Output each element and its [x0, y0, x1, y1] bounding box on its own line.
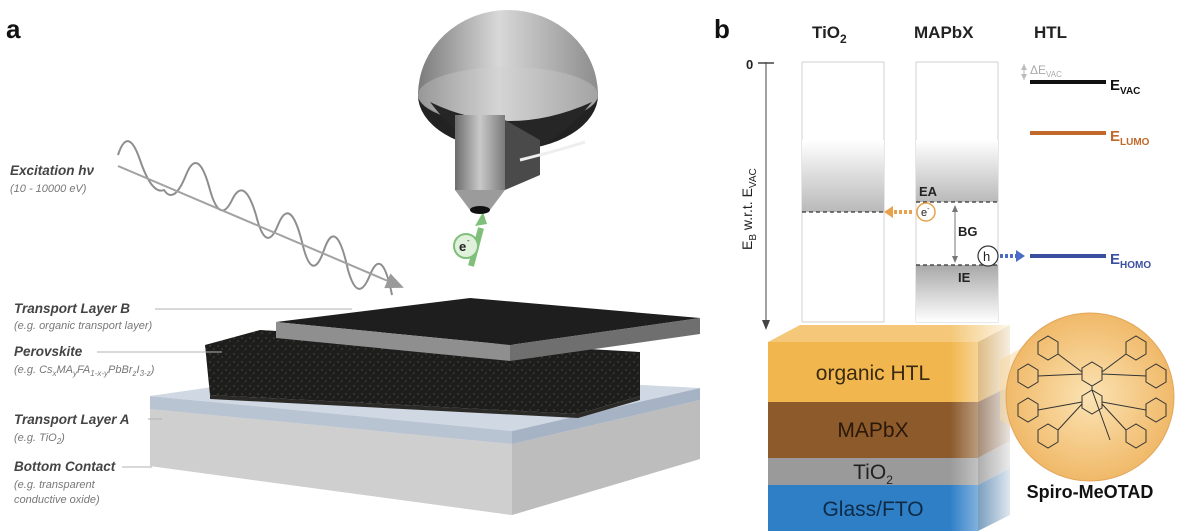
excitation-wave: [117, 140, 393, 296]
column-header-mapbx: MAPbX: [914, 23, 974, 42]
htl-levels: EVAC ELUMO EHOMO: [1030, 77, 1151, 271]
stack-mapbx-label: MAPbX: [837, 419, 908, 442]
panel-a-letter: a: [6, 14, 21, 44]
stack-mapbx: [768, 402, 978, 458]
bottom-contact-example-1: (e.g. transparent: [14, 479, 96, 491]
evac-label: EVAC: [1110, 77, 1140, 97]
transport-a-example: (e.g. TiO2): [14, 432, 65, 446]
photoelectron-arrow: e -: [453, 212, 487, 267]
transport-a-title: Transport Layer A: [14, 412, 130, 427]
layer-label-bottom-contact: Bottom Contact (e.g. transparent conduct…: [14, 459, 152, 506]
elumo-label: ELUMO: [1110, 128, 1150, 148]
mapbx-bands: [915, 61, 999, 323]
layer-label-transport-a: Transport Layer A (e.g. TiO2): [14, 412, 162, 446]
layer-label-perovskite: Perovskite (e.g. CsxMAyFA1-x-yPbBrzI3-z): [14, 344, 222, 378]
transport-b-example: (e.g. organic transport layer): [14, 320, 153, 332]
ehomo-label: EHOMO: [1110, 251, 1151, 271]
column-header-tio2: TiO2: [812, 23, 847, 46]
spiro-meotad-callout: Spiro-MeOTAD: [1000, 312, 1175, 502]
ea-label: EA: [919, 184, 938, 199]
stack-glass-fto: [768, 485, 978, 531]
ie-label: IE: [958, 270, 971, 285]
excitation-title: Excitation hν: [10, 163, 95, 178]
band-hole-label: h: [983, 249, 990, 264]
stack-organic-htl-label: organic HTL: [816, 362, 930, 385]
tio2-bands: [801, 61, 885, 323]
y-axis-zero-tick: 0: [746, 57, 753, 72]
bg-label: BG: [958, 224, 978, 239]
transport-b-title: Transport Layer B: [14, 301, 130, 316]
bottom-contact-title: Bottom Contact: [14, 459, 116, 474]
layer-label-transport-b: Transport Layer B (e.g. organic transpor…: [14, 301, 352, 332]
y-axis-label: EB w.r.t. EVAC: [739, 168, 759, 250]
bandgap-indicator: [952, 205, 958, 263]
device-stack: organic HTL MAPbX TiO2 Glass/FTO: [768, 325, 1010, 531]
excitation-range: (10 - 10000 eV): [10, 183, 87, 195]
spiro-meotad-label: Spiro-MeOTAD: [1027, 482, 1154, 502]
hole-transfer-arrow: h: [977, 245, 1025, 267]
panel-b-letter: b: [714, 14, 730, 44]
perovskite-title: Perovskite: [14, 344, 83, 359]
photoelectron-label: e: [459, 239, 466, 254]
electron-transfer-arrow: e-: [884, 202, 936, 222]
electron-analyzer: [418, 10, 598, 214]
delta-evac-label: ΔEVAC: [1030, 63, 1062, 79]
excitation-label: Excitation hν (10 - 10000 eV): [10, 163, 95, 195]
photoelectron-sup: -: [467, 236, 470, 245]
stack-glass-fto-label: Glass/FTO: [822, 498, 923, 521]
delta-evac-annotation: ΔEVAC: [1021, 63, 1062, 80]
column-header-htl: HTL: [1034, 23, 1067, 42]
stack-organic-htl: [768, 342, 978, 402]
band-electron-label: e-: [921, 206, 930, 219]
stack-tio2-label: TiO2: [853, 461, 893, 487]
perovskite-example: (e.g. CsxMAyFA1-x-yPbBrzI3-z): [14, 364, 155, 378]
transport-layer-b-slab: [276, 298, 700, 361]
bottom-contact-example-2: conductive oxide): [14, 494, 100, 506]
excitation-arrow: [117, 165, 404, 289]
stack-tio2: [768, 458, 978, 485]
spiro-meotad-structure: [1017, 335, 1167, 449]
y-axis-arrowhead: [762, 320, 770, 330]
